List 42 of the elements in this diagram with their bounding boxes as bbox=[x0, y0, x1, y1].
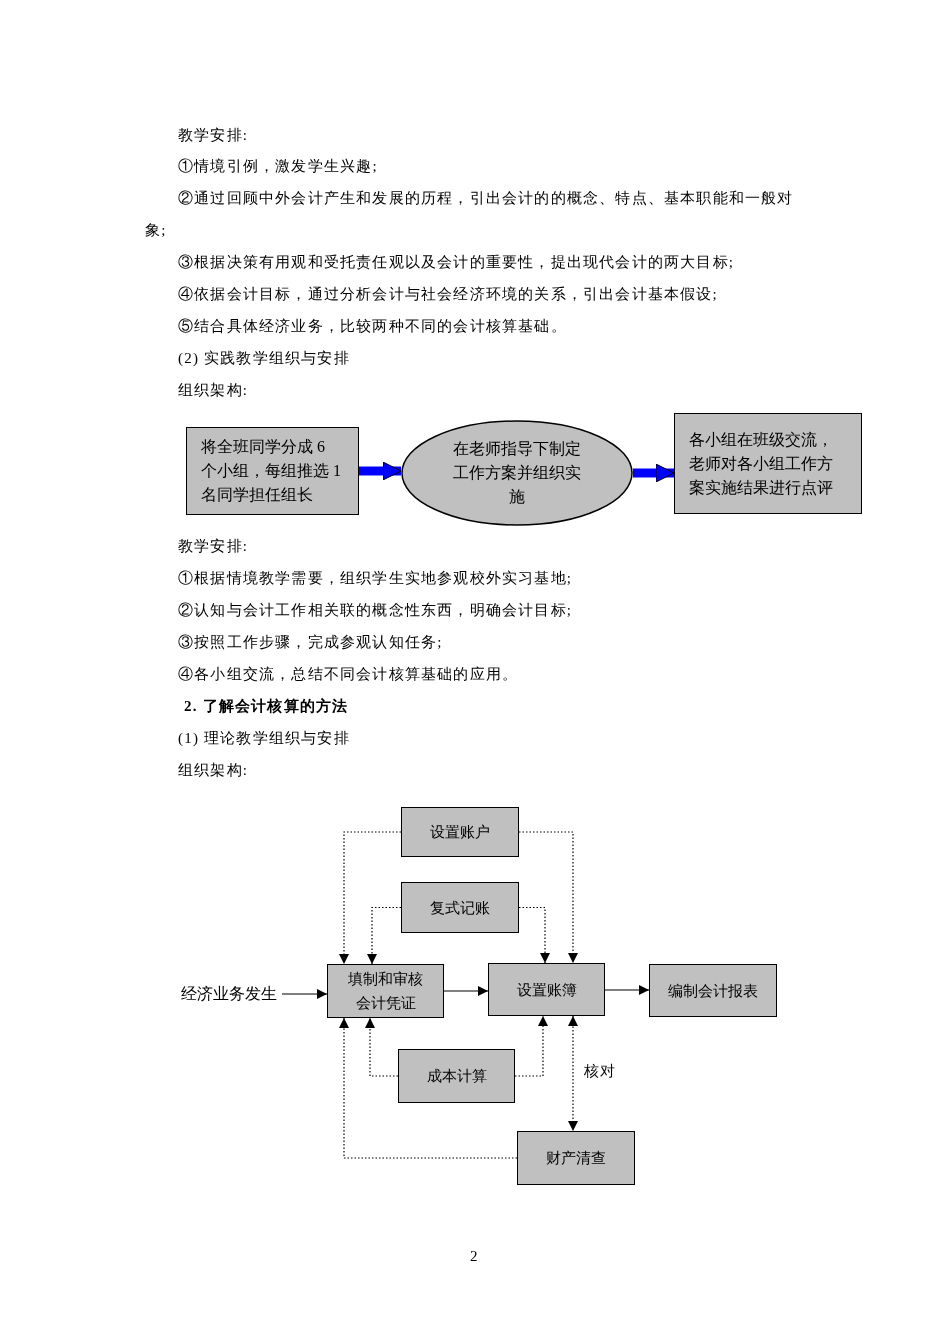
arrow bbox=[604, 985, 650, 995]
process-box: 财产清查 bbox=[517, 1131, 635, 1185]
text-line: ④依据会计目标，通过分析会计与社会经济环境的关系，引出会计基本假设; bbox=[178, 285, 718, 304]
process-box: 各小组在班级交流，老师对各小组工作方案实施结果进行点评 bbox=[674, 413, 862, 514]
text-line: (2) 实践教学组织与安排 bbox=[178, 349, 350, 368]
text-line: 2. 了解会计核算的方法 bbox=[184, 697, 349, 716]
edge-label: 核对 bbox=[584, 1060, 617, 1082]
arrow bbox=[339, 831, 402, 965]
arrow bbox=[514, 1015, 548, 1077]
arrow bbox=[365, 1017, 399, 1077]
process-box: 设置账簿 bbox=[488, 963, 605, 1016]
start-text: 经济业务发生 bbox=[176, 980, 282, 1008]
text-line: 组织架构: bbox=[178, 381, 249, 400]
text-line: 组织架构: bbox=[178, 761, 249, 780]
process-box: 设置账户 bbox=[401, 807, 519, 857]
text-line: ⑤结合具体经济业务，比较两种不同的会计核算基础。 bbox=[178, 317, 567, 336]
text-line: ③根据决策有用观和受托责任观以及会计的重要性，提出现代会计的两大目标; bbox=[178, 253, 735, 272]
process-ellipse: 在老师指导下制定工作方案并组织实施 bbox=[401, 420, 633, 526]
arrow bbox=[281, 989, 328, 999]
arrow bbox=[339, 1017, 518, 1159]
text-line: ③按照工作步骤，完成参观认知任务; bbox=[178, 633, 443, 652]
process-box: 填制和审核会计凭证 bbox=[327, 964, 444, 1018]
arrow bbox=[518, 906, 550, 964]
text-line: ②通过回顾中外会计产生和发展的历程，引出会计的的概念、特点、基本职能和一般对象; bbox=[145, 189, 795, 240]
process-box: 复式记账 bbox=[401, 882, 519, 933]
double-arrow bbox=[568, 1015, 578, 1132]
text-line: ②认知与会计工作相关联的概念性东西，明确会计目标; bbox=[178, 601, 573, 620]
text-line: 教学安排: bbox=[178, 537, 249, 556]
process-box: 成本计算 bbox=[398, 1049, 515, 1103]
arrow bbox=[443, 986, 489, 996]
text-line: ④各小组交流，总结不同会计核算基础的应用。 bbox=[178, 665, 519, 684]
arrow bbox=[518, 831, 578, 964]
process-box: 编制会计报表 bbox=[649, 964, 777, 1017]
text-line: ①情境引例，激发学生兴趣; bbox=[178, 157, 378, 176]
process-box: 将全班同学分成 6 个小组，每组推选 1 名同学担任组长 bbox=[186, 427, 359, 515]
text-line: 教学安排: bbox=[178, 126, 249, 145]
text-line: (1) 理论教学组织与安排 bbox=[178, 729, 350, 748]
chevron-arrow bbox=[633, 463, 675, 483]
arrow bbox=[367, 906, 402, 965]
page-number: 2 bbox=[470, 1247, 479, 1266]
text-line: ①根据情境教学需要，组织学生实地参观校外实习基地; bbox=[178, 569, 573, 588]
chevron-arrow bbox=[359, 461, 402, 481]
